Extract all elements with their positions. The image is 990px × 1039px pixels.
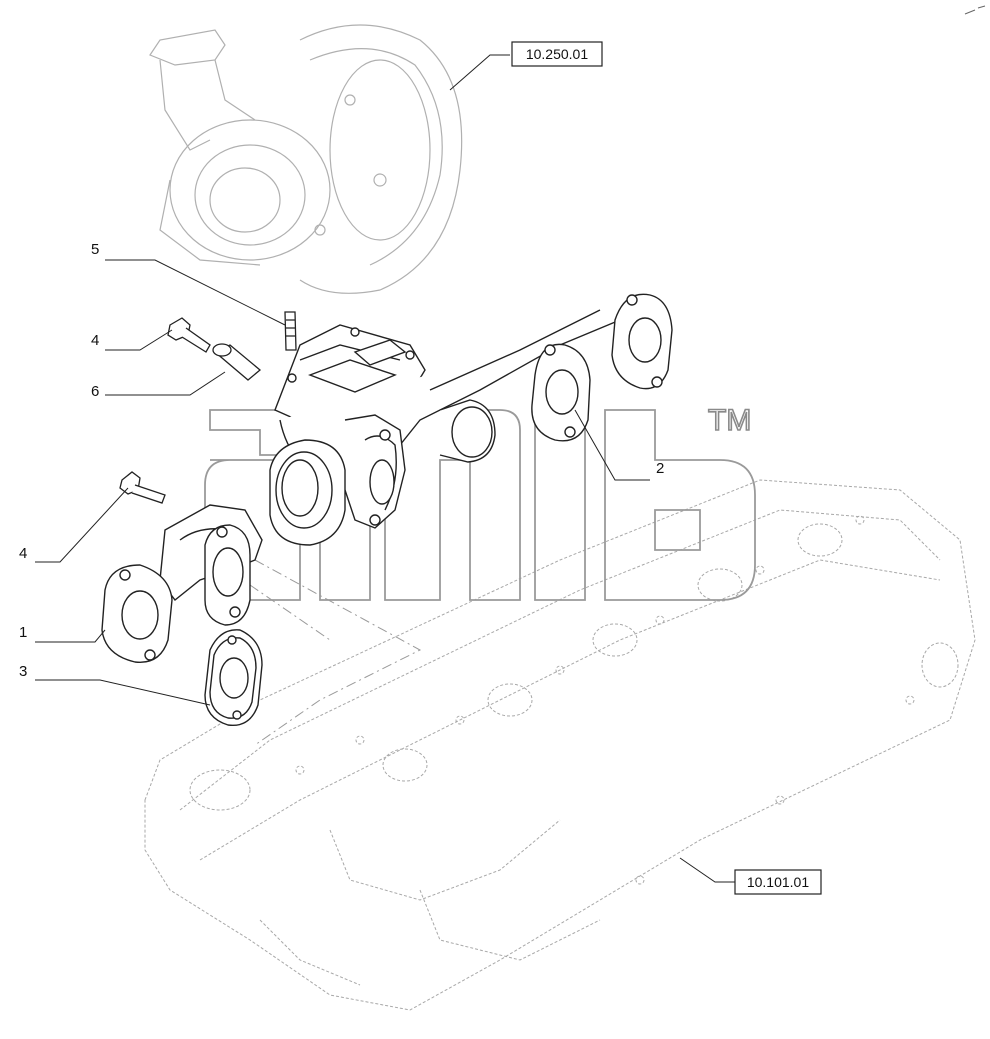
callout-6[interactable]: 6 bbox=[91, 383, 99, 400]
exhaust-gasket bbox=[204, 629, 263, 727]
ref-label-turbocharger: 10.250.01 bbox=[526, 46, 588, 62]
callout-3[interactable]: 3 bbox=[19, 663, 27, 680]
exhaust-manifold-rear bbox=[269, 293, 673, 546]
callout-4-upper[interactable]: 4 bbox=[91, 332, 99, 349]
cylinder-head-ghost bbox=[144, 479, 976, 1011]
spacer-sleeve bbox=[212, 343, 262, 381]
stud-bolt bbox=[284, 311, 297, 351]
callout-2[interactable]: 2 bbox=[656, 460, 664, 477]
turbocharger-ghost bbox=[149, 24, 463, 294]
callout-1[interactable]: 1 bbox=[19, 624, 27, 641]
callout-5[interactable]: 5 bbox=[91, 241, 99, 258]
leader-lines bbox=[35, 54, 735, 883]
watermark-trademark: TM bbox=[708, 404, 751, 437]
ref-box-cylinder-head[interactable]: 10.101.01 bbox=[734, 869, 822, 895]
ref-box-turbocharger[interactable]: 10.250.01 bbox=[511, 41, 603, 67]
ref-label-cylinder-head: 10.101.01 bbox=[747, 874, 809, 890]
callout-4-lower[interactable]: 4 bbox=[19, 545, 27, 562]
exhaust-manifold-front bbox=[101, 504, 263, 664]
corner-mark bbox=[964, 5, 986, 15]
bolt-upper bbox=[167, 317, 211, 353]
assembly-center-lines bbox=[249, 559, 422, 746]
bolt-lower bbox=[119, 471, 166, 504]
